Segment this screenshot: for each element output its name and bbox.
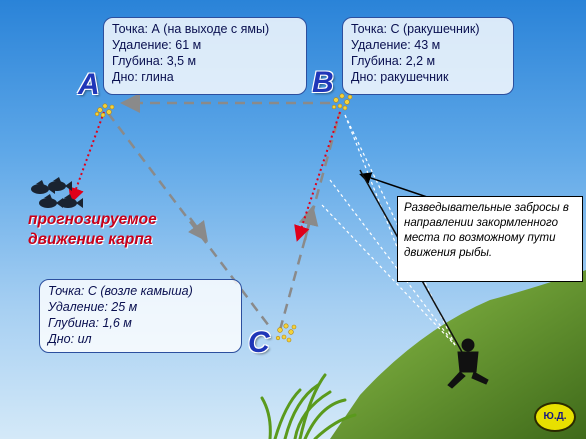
point-b-line-4: Дно: ракушечник (351, 70, 449, 84)
scouting-casts-note: Разведывательные забросы в направлении з… (397, 196, 583, 282)
bait-spot-b (331, 93, 353, 111)
route-c-to-b (278, 111, 342, 331)
reeds (260, 373, 357, 439)
carp-fish-group (31, 177, 83, 208)
point-a-info: Точка: А (на выходе с ямы) Удаление: 61 … (103, 17, 307, 95)
carp-label-line-1: прогнозируемое (28, 211, 157, 228)
point-a-letter: A (78, 68, 100, 101)
point-a-line-3: Глубина: 3,5 м (112, 54, 197, 68)
point-a-line-1: Точка: А (на выходе с ямы) (112, 22, 270, 36)
point-c-line-2: Удаление: 25 м (48, 300, 138, 314)
point-b-line-1: Точка: С (ракушечник) (351, 22, 480, 36)
point-c-line-4: Дно: ил (48, 332, 92, 346)
point-b-info: Точка: С (ракушечник) Удаление: 43 м Глу… (342, 17, 514, 95)
point-b-line-2: Удаление: 43 м (351, 38, 441, 52)
point-a-line-2: Удаление: 61 м (112, 38, 202, 52)
point-a-line-4: Дно: глина (112, 70, 174, 84)
note-pointer (359, 172, 431, 199)
point-c-info: Точка: С (возле камыша) Удаление: 25 м Г… (39, 279, 242, 353)
author-logo: Ю.Д. (534, 402, 576, 432)
point-c-line-1: Точка: С (возле камыша) (48, 284, 193, 298)
carp-arrow-b (294, 111, 341, 242)
point-c-letter: C (248, 326, 270, 359)
carp-label-line-2: движение карпа (28, 231, 153, 248)
point-b-line-3: Глубина: 2,2 м (351, 54, 436, 68)
point-c-line-3: Глубина: 1,6 м (48, 316, 132, 330)
carp-arrow-a (68, 111, 105, 204)
bait-spot-c (275, 323, 297, 343)
carp-movement-label: прогнозируемое движение карпа (28, 210, 168, 250)
bait-spot-a (94, 103, 115, 118)
point-b-letter: B (312, 66, 334, 99)
